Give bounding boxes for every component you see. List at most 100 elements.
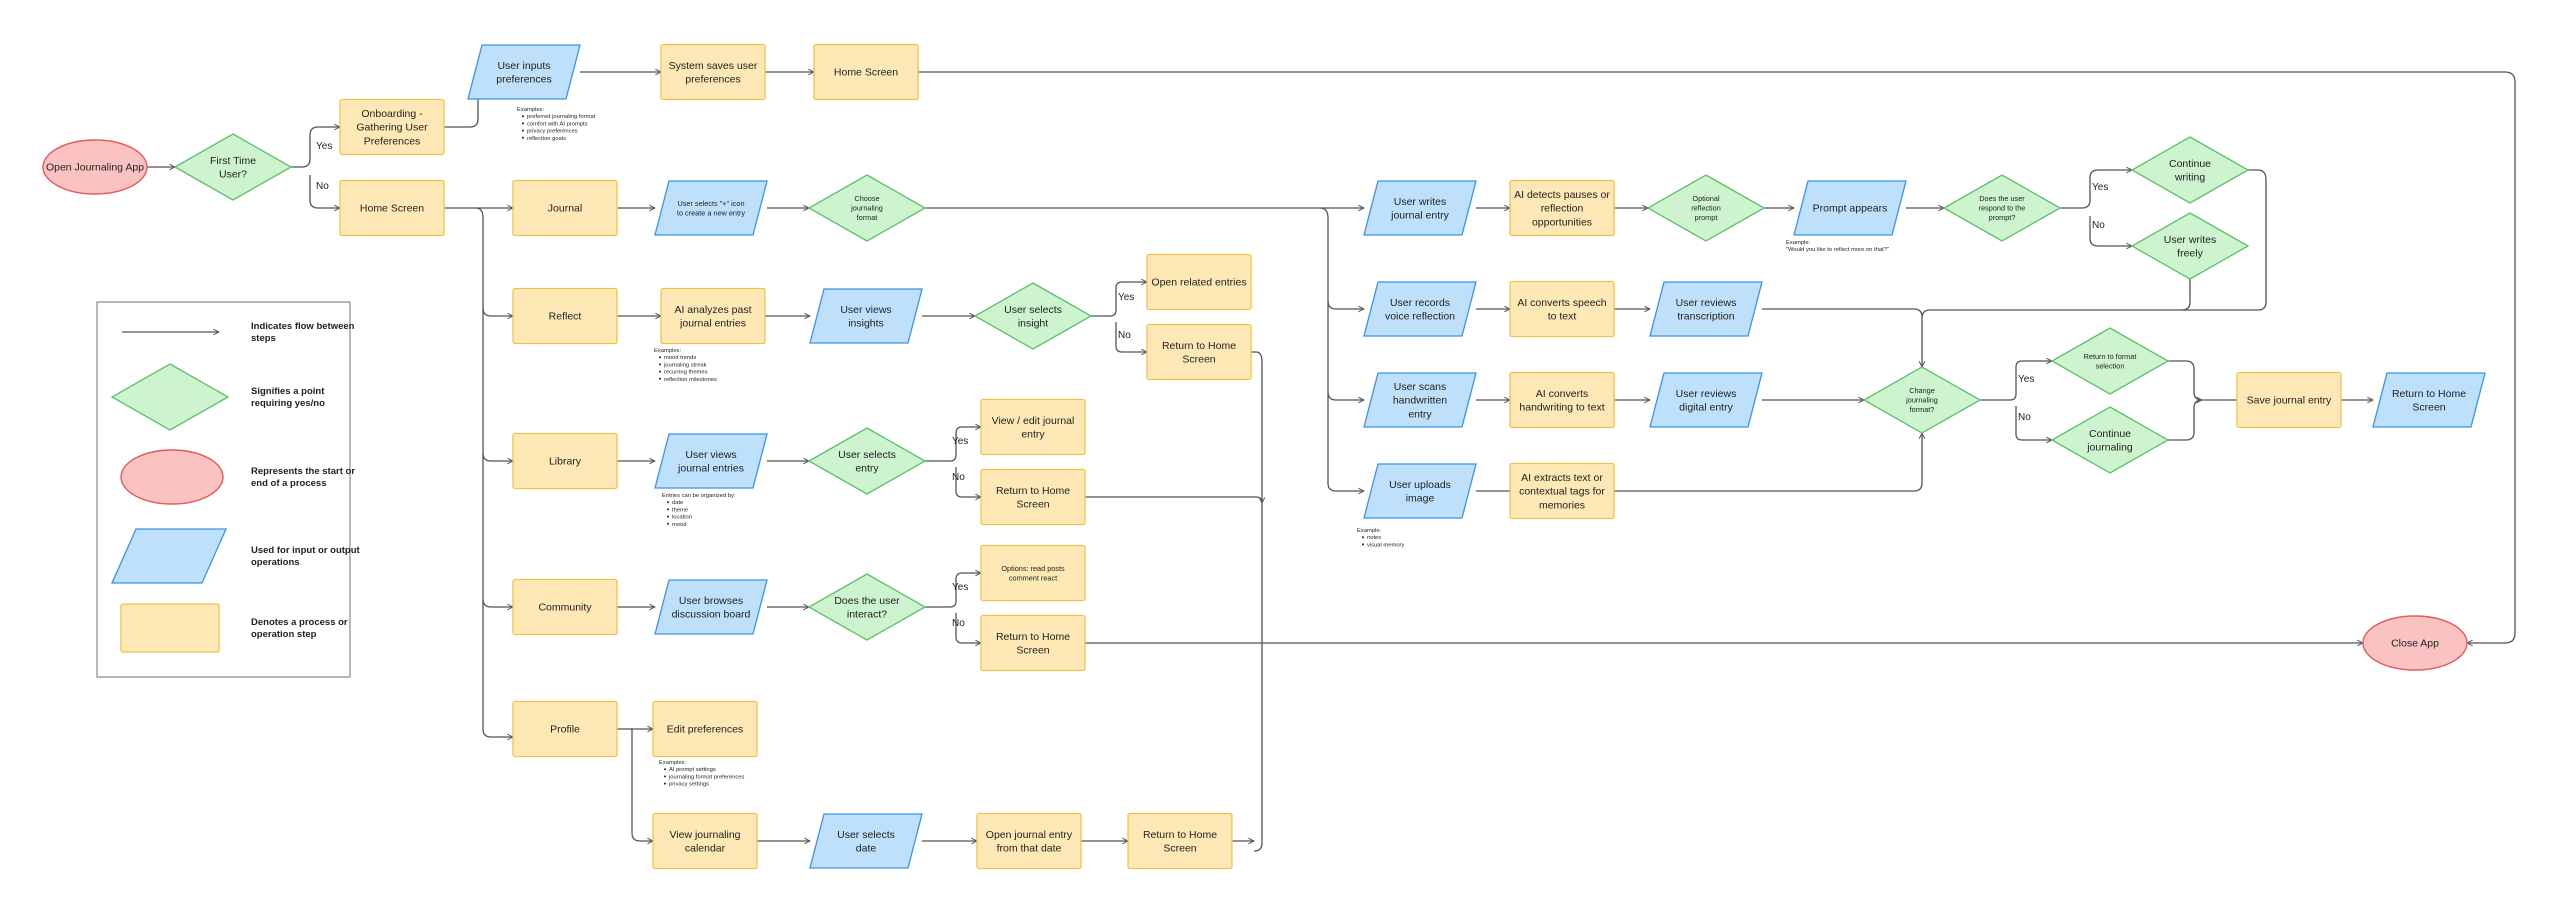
notes-layer: Examples:preferred journaling formatcomf…	[517, 107, 1889, 788]
process-box	[339, 179, 445, 237]
node-label: Home Screen	[834, 67, 898, 79]
io-parallelogram	[654, 579, 768, 635]
node-library: Library	[512, 432, 618, 490]
process-box	[512, 179, 618, 237]
rectangle-icon	[120, 603, 220, 653]
flow-connector	[630, 728, 653, 841]
edge-label-yes: Yes	[952, 582, 968, 593]
bullet-dot	[659, 356, 661, 359]
process-box	[652, 812, 758, 870]
bullet-dot	[667, 515, 669, 518]
io-parallelogram	[467, 44, 581, 100]
annotation-line: mood trends	[664, 355, 696, 361]
process-box	[1146, 323, 1252, 381]
decision-diamond	[807, 427, 927, 495]
bullet-dot	[522, 136, 524, 139]
node-home-top: Home Screen	[813, 43, 919, 101]
annotation-line: location	[672, 515, 692, 521]
io-parallelogram	[1649, 372, 1763, 428]
node-save-entry: Save journal entry	[2236, 371, 2342, 429]
terminal-ellipse	[2362, 615, 2468, 671]
edge-label-yes: Yes	[1118, 292, 1134, 303]
flow-connector	[482, 307, 513, 316]
process-box	[512, 287, 618, 345]
node-reflect: Reflect	[512, 287, 618, 345]
flow-connector	[2168, 400, 2202, 441]
bullet-dot	[522, 129, 524, 132]
edge-label-no: No	[952, 472, 965, 483]
flow-connector	[1319, 207, 1364, 491]
io-parallelogram	[1363, 372, 1477, 428]
flow-connector	[1091, 282, 1147, 317]
node-label: Reflect	[549, 311, 582, 323]
bullet-dot	[522, 122, 524, 125]
node-label: Home Screen	[360, 203, 424, 215]
bullet-dot	[659, 377, 661, 380]
bullet-dot	[659, 363, 661, 366]
flow-connector	[309, 175, 340, 208]
process-box	[980, 544, 1086, 602]
annotation-line: journaling format preferences	[668, 774, 745, 780]
bullet-dot	[664, 768, 666, 771]
process-box	[813, 43, 919, 101]
io-parallelogram	[1363, 281, 1477, 337]
node-label: Library	[549, 456, 582, 468]
flow-connector	[1980, 361, 2052, 401]
edge-label-yes: Yes	[316, 141, 332, 152]
annotation-line: Examples:	[659, 760, 686, 766]
process-box	[512, 700, 618, 758]
flow-connector	[1327, 391, 1364, 400]
io-parallelogram	[1363, 180, 1477, 236]
node-profile: Profile	[512, 700, 618, 758]
flow-connector	[2089, 216, 2132, 246]
flow-connector	[475, 207, 513, 737]
flow-connector	[1115, 322, 1147, 352]
annotation-note-library: Entries can be organized by:datethemeloc…	[662, 493, 736, 528]
flow-connector	[482, 452, 513, 461]
edge-label-yes: Yes	[2092, 182, 2108, 193]
annotation-line: comfort with AI prompts	[527, 121, 588, 127]
process-box	[660, 287, 766, 345]
io-parallelogram	[1649, 281, 1763, 337]
process-box	[660, 43, 766, 101]
decision-diamond	[2050, 406, 2170, 474]
io-parallelogram	[654, 180, 768, 236]
bullet-dot	[664, 782, 666, 785]
